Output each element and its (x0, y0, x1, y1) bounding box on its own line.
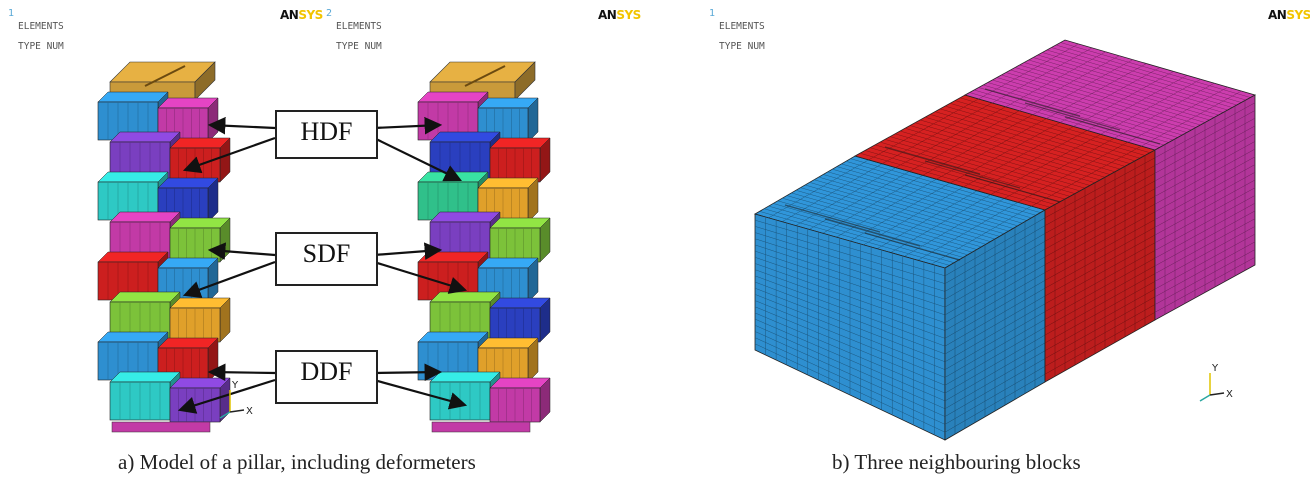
viewport-1-number: 1 (8, 8, 15, 19)
pillar-left-block-row8-right (169, 377, 231, 423)
callout-sdf: SDF (275, 232, 378, 286)
pointer-arrow-11 (373, 363, 443, 382)
callout-ddf: DDF (275, 350, 378, 404)
viewport-2-line2: TYPE NUM (336, 41, 382, 52)
pointer-arrow-4 (373, 137, 462, 182)
pointer-arrow-6 (182, 260, 276, 298)
viewport-2-line1: ELEMENTS (336, 21, 382, 32)
block-red-side (1044, 149, 1156, 383)
three-blocks-figure: YX (753, 39, 1257, 441)
block-blue-top (753, 155, 1047, 269)
block-blue-front (754, 213, 946, 441)
block-ridge-9 (1064, 116, 1161, 145)
viewport-b-line2: TYPE NUM (719, 41, 765, 52)
pillar-right-block-row8-right (489, 377, 551, 423)
pointer-arrow-10 (177, 378, 276, 414)
svg-text:X: X (246, 406, 253, 417)
pointer-arrow-7 (373, 242, 443, 260)
pointer-arrow-8 (373, 260, 468, 294)
pillar-left-block-row4-right (169, 217, 231, 263)
pointer-arrow-1 (207, 116, 276, 135)
block-magenta-top (963, 39, 1257, 151)
axis-triad-left: YX (219, 380, 253, 419)
pointer-arrow-5 (207, 242, 276, 260)
block-ridge-1 (784, 204, 881, 233)
caption-b: b) Three neighbouring blocks (832, 450, 1081, 474)
pointer-arrow-2 (182, 136, 276, 174)
ansys-logo-1: ANSYS (280, 8, 323, 22)
block-ridge-4 (884, 146, 981, 175)
pillar-right-base (431, 421, 531, 433)
caption-a: a) Model of a pillar, including deformet… (118, 450, 476, 474)
block-ridge-8 (1024, 102, 1121, 131)
pillar-right-block-row8-left (429, 371, 501, 421)
pillar-models-figure: YX (97, 61, 551, 433)
ansys-logo-2: ANSYS (598, 8, 641, 22)
pillar-right-block-row2-right (489, 137, 551, 183)
callout-hdf: HDF (275, 110, 378, 159)
viewport-1-line2: TYPE NUM (18, 41, 64, 52)
left-panel: 1 ELEMENTS TYPE NUM ANSYS 2 ELEMENTS TYP… (8, 8, 642, 474)
pillar-left-block-row2-right (169, 137, 231, 183)
pillar-left-block-row6-right (169, 297, 231, 343)
svg-text:Y: Y (231, 380, 239, 391)
block-ridge-6 (964, 174, 1061, 203)
block-magenta-side (1154, 94, 1256, 321)
pointer-arrow-3 (373, 116, 443, 135)
pillar-left-block-row8-left (109, 371, 181, 421)
pillar-right-block-row4-right (489, 217, 551, 263)
pointer-arrow-9 (207, 363, 276, 382)
pillar-right-block-row6-right (489, 297, 551, 343)
svg-text:Y: Y (1211, 363, 1219, 374)
block-ridge-5 (924, 160, 1021, 189)
block-ridge-2 (824, 218, 921, 247)
pointer-arrow-12 (373, 378, 468, 410)
pillar-right-block-row1-right (477, 97, 539, 143)
viewport-1-line1: ELEMENTS (18, 21, 64, 32)
viewport-2-number: 2 (326, 8, 333, 19)
block-ridge-7 (984, 88, 1081, 117)
ansys-logo-b: ANSYS (1268, 8, 1310, 22)
block-blue-side (944, 209, 1046, 441)
viewport-b-number: 1 (709, 8, 716, 19)
pillar-right-cap (429, 61, 536, 101)
pillar-left-base (111, 421, 211, 433)
svg-text:X: X (1226, 389, 1233, 400)
block-ridge-3 (864, 232, 961, 261)
viewport-b-line1: ELEMENTS (719, 21, 765, 32)
axis-triad-right: YX (1199, 363, 1233, 402)
block-red-top (853, 94, 1157, 211)
